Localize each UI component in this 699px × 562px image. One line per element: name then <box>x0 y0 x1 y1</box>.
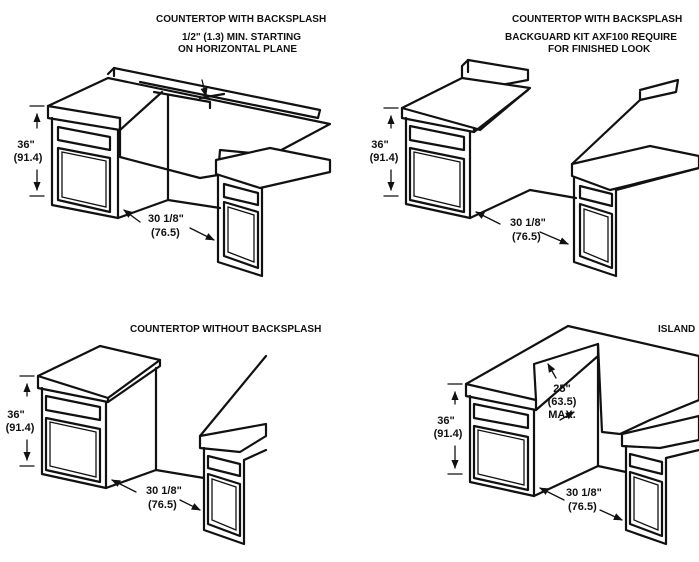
height-in-top-right: 36" <box>371 139 388 151</box>
note-top-left-line1: 1/2" (1.3) MIN. STARTING <box>182 32 301 43</box>
note-top-right-line2: FOR FINISHED LOOK <box>548 44 651 55</box>
panel-countertop-with-backsplash-right: COUNTERTOP WITH BACKSPLASH BACKGUARD KIT… <box>370 14 699 278</box>
height-in-top-left: 36" <box>17 139 34 151</box>
caption-bottom-left: COUNTERTOP WITHOUT BACKSPLASH <box>130 324 321 335</box>
height-in-bottom-right: 36" <box>437 415 454 427</box>
height-in-bottom-left: 36" <box>7 409 24 421</box>
depth-cm-bottom-right: (76.5) <box>568 501 597 513</box>
panel-countertop-without-backsplash: COUNTERTOP WITHOUT BACKSPLASH 36" (91.4)… <box>6 324 321 546</box>
overhang-cm: (63.5) <box>548 396 577 408</box>
caption-bottom-right: ISLAND <box>658 324 695 335</box>
depth-in-top-left: 30 1/8" <box>148 213 184 225</box>
caption-top-left: COUNTERTOP WITH BACKSPLASH <box>156 14 326 25</box>
depth-cm-bottom-left: (76.5) <box>148 499 177 511</box>
depth-in-bottom-right: 30 1/8" <box>566 487 602 499</box>
depth-cm-top-left: (76.5) <box>151 227 180 239</box>
panel-countertop-with-backsplash-left: COUNTERTOP WITH BACKSPLASH 1/2" (1.3) MI… <box>14 14 332 278</box>
overhang-max: MAX. <box>548 409 576 421</box>
depth-cm-top-right: (76.5) <box>512 231 541 243</box>
height-cm-top-right: (91.4) <box>370 152 399 164</box>
height-cm-bottom-right: (91.4) <box>434 428 463 440</box>
overhang-in: 25" <box>553 383 570 395</box>
depth-in-top-right: 30 1/8" <box>510 217 546 229</box>
caption-top-right: COUNTERTOP WITH BACKSPLASH <box>512 14 682 25</box>
note-top-left-line2: ON HORIZONTAL PLANE <box>178 44 297 55</box>
depth-in-bottom-left: 30 1/8" <box>146 485 182 497</box>
note-top-right-line1: BACKGUARD KIT AXF100 REQUIRE <box>505 32 677 43</box>
height-cm-bottom-left: (91.4) <box>6 422 35 434</box>
height-cm-top-left: (91.4) <box>14 152 43 164</box>
panel-island: ISLAND 25" (63.5) MAX. 36" (91.4) 30 1/8… <box>434 324 699 546</box>
